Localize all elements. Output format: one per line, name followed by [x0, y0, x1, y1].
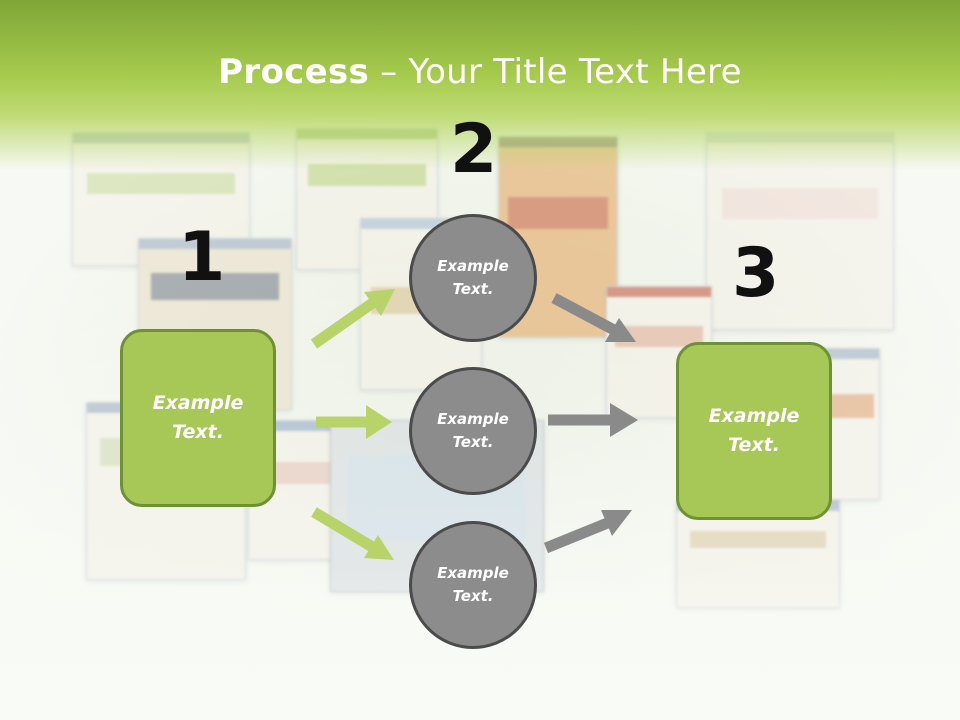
- arrow-gray-from-circle-3-head: [601, 510, 632, 536]
- circle-middle-text: Example Text.: [437, 410, 509, 451]
- arrow-green-to-circle-1-head: [364, 289, 395, 316]
- arrow-gray-from-circle-1: [551, 293, 617, 335]
- arrow-green-to-circle-1: [310, 297, 378, 349]
- slide-title-bold: Process: [218, 52, 370, 92]
- slide-title-rest: – Your Title Text Here: [369, 52, 742, 92]
- slide-title: Process – Your Title Text Here: [0, 52, 960, 92]
- header-band: [0, 0, 960, 170]
- arrow-green-to-circle-3: [311, 507, 377, 553]
- step-number-1: 1: [178, 218, 226, 297]
- step-2-circle-bottom: Example Text.: [409, 521, 537, 649]
- step-1-box: Example Text.: [120, 329, 276, 507]
- arrow-gray-from-circle-1-head: [605, 318, 636, 342]
- step-2-circle-top: Example Text.: [409, 214, 537, 342]
- arrow-green-to-circle-2-head: [366, 405, 392, 439]
- step-number-3: 3: [732, 234, 780, 313]
- arrow-gray-from-circle-3: [543, 516, 613, 554]
- circle-top-text: Example Text.: [437, 257, 509, 298]
- step-3-text: Example Text.: [708, 405, 800, 456]
- step-3-box: Example Text.: [676, 342, 832, 520]
- arrow-green-to-circle-3-head: [364, 535, 394, 560]
- arrow-gray-from-circle-2-head: [610, 403, 638, 437]
- circle-bottom-text: Example Text.: [437, 564, 509, 605]
- step-2-circle-middle: Example Text.: [409, 367, 537, 495]
- step-1-text: Example Text.: [152, 392, 244, 443]
- step-number-2: 2: [450, 110, 498, 189]
